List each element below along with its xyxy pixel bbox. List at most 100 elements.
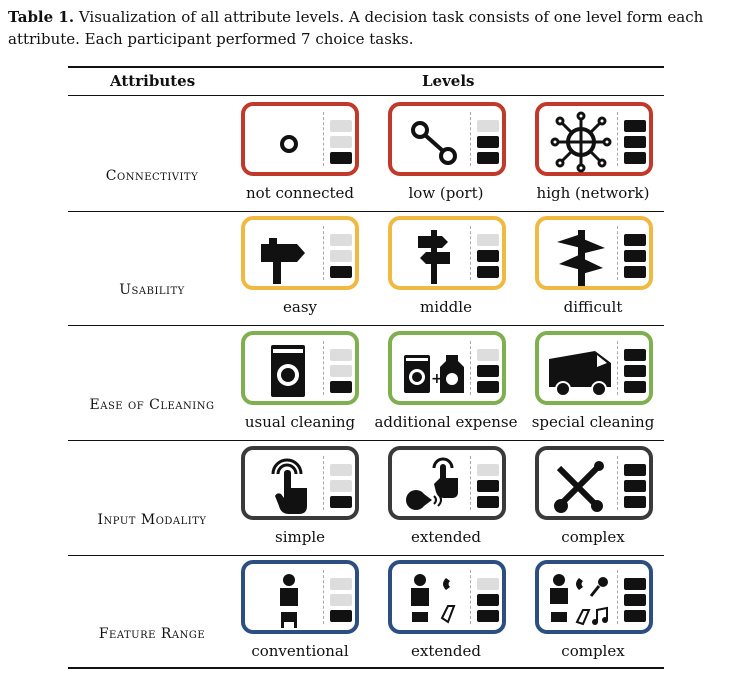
signpost-many-icon <box>557 230 605 286</box>
level-label: conventional <box>251 642 349 660</box>
header-rule <box>68 95 664 96</box>
top-rule <box>68 66 664 68</box>
level-intensity-bar <box>624 250 646 262</box>
level-intensity-bar <box>477 234 499 246</box>
level-intensity-bar <box>330 250 352 262</box>
level-intensity-bar <box>477 152 499 164</box>
level-card <box>535 331 653 405</box>
level-intensity-bar <box>624 496 646 508</box>
level-intensity-bar <box>624 234 646 246</box>
row-rule <box>68 555 664 556</box>
row-rule <box>68 667 664 669</box>
level-card <box>241 446 359 520</box>
level-intensity-bar <box>624 480 646 492</box>
level-intensity-bar <box>477 381 499 393</box>
level-intensity-bar <box>477 250 499 262</box>
level-intensity-bar <box>624 365 646 377</box>
level-intensity-bar <box>477 120 499 132</box>
level-divider <box>617 226 618 280</box>
level-label: extended <box>411 642 481 660</box>
level-intensity-bar <box>624 152 646 164</box>
attribute-name: Connectivity <box>105 168 199 184</box>
tools-touch-voice-icon <box>554 461 604 513</box>
level-card <box>535 446 653 520</box>
two-node-link-icon <box>411 121 457 165</box>
signpost-two-icon <box>418 230 450 284</box>
level-divider <box>323 570 324 624</box>
level-card <box>388 446 506 520</box>
level-intensity-bar <box>330 496 352 508</box>
level-intensity-bar <box>330 610 352 622</box>
level-card <box>388 216 506 290</box>
level-intensity-bar <box>477 496 499 508</box>
level-card <box>388 560 506 634</box>
level-intensity-bar <box>624 381 646 393</box>
level-label: simple <box>275 528 325 546</box>
level-intensity-bar <box>330 349 352 361</box>
level-intensity-bar <box>330 480 352 492</box>
single-node-icon <box>280 135 298 153</box>
level-label: complex <box>561 642 625 660</box>
level-label: difficult <box>563 298 623 316</box>
level-divider <box>323 456 324 510</box>
level-intensity-bar <box>330 464 352 476</box>
level-divider <box>470 570 471 624</box>
level-intensity-bar <box>330 594 352 606</box>
level-intensity-bar <box>624 610 646 622</box>
level-card <box>388 102 506 176</box>
level-divider <box>617 112 618 166</box>
level-divider <box>323 112 324 166</box>
table-caption: Table 1. Visualization of all attribute … <box>8 6 738 50</box>
level-card: + <box>388 331 506 405</box>
person-chair-icon <box>280 574 298 628</box>
caption-label: Table 1. <box>8 8 75 26</box>
svg-text:+: + <box>431 371 443 387</box>
level-intensity-bar <box>624 464 646 476</box>
level-intensity-bar <box>330 266 352 278</box>
level-intensity-bar <box>624 578 646 590</box>
network-globe-icon <box>550 111 612 173</box>
level-intensity-bar <box>330 136 352 148</box>
caption-text: Visualization of all attribute levels. A… <box>8 8 704 48</box>
attribute-name: Input Modality <box>97 512 207 528</box>
machine-plus-detergent-icon: + <box>404 355 464 393</box>
level-label: low (port) <box>408 184 484 202</box>
row-rule <box>68 211 664 212</box>
level-card <box>535 560 653 634</box>
level-divider <box>470 341 471 395</box>
level-divider <box>323 341 324 395</box>
level-intensity-bar <box>624 120 646 132</box>
level-intensity-bar <box>330 381 352 393</box>
level-intensity-bar <box>624 136 646 148</box>
washing-machine-icon <box>271 345 305 397</box>
level-card <box>535 102 653 176</box>
level-label: not connected <box>245 184 355 202</box>
level-card <box>241 216 359 290</box>
attribute-name: Feature Range <box>98 626 206 642</box>
person-chair-phone-key-music-icon <box>550 574 608 626</box>
level-divider <box>617 341 618 395</box>
level-intensity-bar <box>477 480 499 492</box>
level-label: usual cleaning <box>244 413 356 431</box>
level-divider <box>617 570 618 624</box>
level-intensity-bar <box>477 349 499 361</box>
level-card <box>241 331 359 405</box>
level-label: special cleaning <box>531 413 655 431</box>
level-intensity-bar <box>477 266 499 278</box>
level-card <box>241 102 359 176</box>
level-label: additional expense <box>374 413 518 431</box>
level-intensity-bar <box>477 610 499 622</box>
level-divider <box>470 456 471 510</box>
level-intensity-bar <box>477 594 499 606</box>
level-divider <box>617 456 618 510</box>
level-intensity-bar <box>624 266 646 278</box>
level-intensity-bar <box>330 152 352 164</box>
level-intensity-bar <box>477 578 499 590</box>
level-label: high (network) <box>536 184 650 202</box>
level-card <box>241 560 359 634</box>
row-rule <box>68 325 664 326</box>
level-label: extended <box>411 528 481 546</box>
level-card <box>535 216 653 290</box>
level-intensity-bar <box>330 578 352 590</box>
level-label: middle <box>420 298 472 316</box>
